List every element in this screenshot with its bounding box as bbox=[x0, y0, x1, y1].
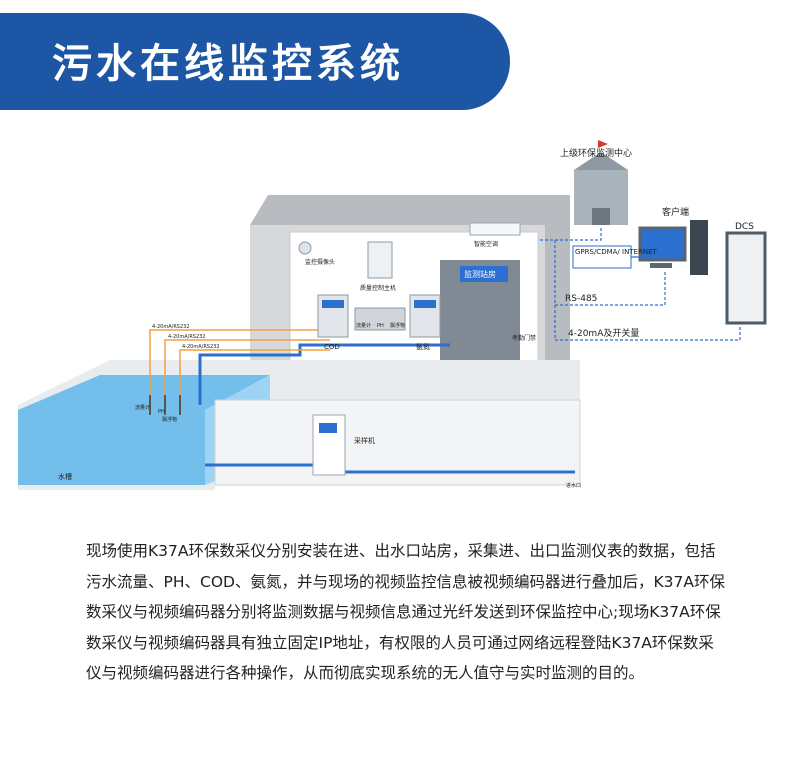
label-signal-1: 4-20mA/RS232 bbox=[152, 324, 190, 330]
data-acquisition-instrument bbox=[354, 307, 406, 331]
ammonia-screen bbox=[414, 300, 436, 308]
label-flowmeter-inst: 流量计 bbox=[356, 322, 371, 329]
label-camera: 监控摄像头 bbox=[305, 258, 335, 266]
page-title: 污水在线监控系统 bbox=[52, 41, 404, 87]
title-banner: 污水在线监控系统 bbox=[0, 13, 510, 110]
signal-line-3 bbox=[179, 349, 330, 395]
label-cod: COD bbox=[324, 343, 340, 351]
label-network: GPRS/CDMA/ INTERNET bbox=[575, 248, 658, 256]
label-ammonia: 氨氮 bbox=[416, 342, 430, 351]
client-tower bbox=[690, 220, 708, 275]
system-diagram: 上级环保监测中心 客户端 DCS GPRS/CDMA/ INTERNET RS-… bbox=[0, 130, 790, 510]
label-client: 客户端 bbox=[662, 206, 689, 218]
label-float-inst: 飘浮物 bbox=[390, 322, 405, 329]
monitor-center-door bbox=[592, 208, 610, 225]
label-outlet: 进水口 bbox=[566, 482, 581, 489]
diagram-canvas: 上级环保监测中心 客户端 DCS GPRS/CDMA/ INTERNET RS-… bbox=[18, 140, 767, 490]
label-station: 监测站房 bbox=[464, 269, 496, 279]
air-conditioner bbox=[469, 222, 521, 236]
monitor-center-roof bbox=[574, 152, 628, 170]
network-line bbox=[555, 226, 602, 241]
label-tank: 水槽 bbox=[58, 472, 72, 481]
sampler-screen bbox=[319, 423, 337, 433]
rs485-line bbox=[555, 270, 666, 306]
label-signal-2: 4-20mA/RS232 bbox=[168, 334, 206, 340]
building-roof bbox=[250, 195, 570, 400]
label-rs485: RS-485 bbox=[565, 294, 597, 304]
client-monitor bbox=[638, 226, 687, 262]
label-ac: 智能空调 bbox=[474, 240, 498, 248]
analog-line bbox=[540, 239, 741, 341]
label-door: 考勤门禁 bbox=[512, 334, 536, 342]
signal-line-1 bbox=[149, 329, 330, 395]
water-tank bbox=[18, 375, 270, 485]
flag-icon bbox=[598, 140, 608, 152]
station-sign bbox=[460, 266, 508, 282]
description-text: 现场使用K37A环保数采仪分别安装在进、出水口站房，采集进、出口监测仪表的数据，… bbox=[86, 542, 725, 682]
label-ph-sensor: PH bbox=[158, 409, 165, 415]
label-signal-3: 4-20mA/RS232 bbox=[182, 344, 220, 350]
client-stand bbox=[650, 263, 672, 268]
station-room-door bbox=[440, 260, 520, 375]
label-analog: 4-20mA及开关量 bbox=[568, 327, 639, 339]
label-sampler: 采样机 bbox=[354, 436, 375, 445]
label-ph-inst: PH bbox=[377, 323, 384, 329]
label-flowmeter-sensor: 流量计 bbox=[135, 404, 150, 411]
label-dcs: DCS bbox=[735, 222, 754, 232]
label-float-sensor: 飘浮物 bbox=[162, 416, 177, 423]
camera-icon bbox=[298, 241, 312, 255]
cod-screen bbox=[322, 300, 344, 308]
label-monitor-center: 上级环保监测中心 bbox=[560, 147, 632, 159]
label-controller: 质量控制主机 bbox=[360, 284, 396, 292]
signal-line-2 bbox=[164, 339, 330, 395]
dcs-cabinet bbox=[725, 231, 767, 325]
sampling-pipe bbox=[198, 343, 450, 405]
quality-controller bbox=[367, 241, 393, 279]
